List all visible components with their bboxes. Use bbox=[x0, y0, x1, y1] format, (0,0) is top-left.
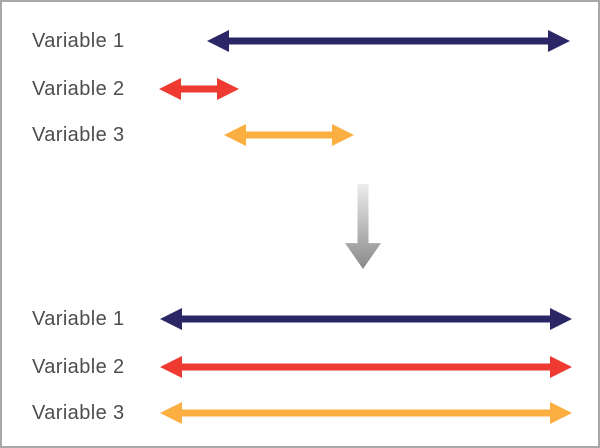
arrow-shaft bbox=[227, 37, 550, 45]
after-variable-3-range-arrow bbox=[160, 402, 572, 424]
arrow-shaft bbox=[180, 363, 552, 371]
arrow-shaft bbox=[244, 131, 334, 139]
after-variable-label: Variable 3 bbox=[32, 402, 125, 424]
before-variable-label: Variable 1 bbox=[32, 30, 125, 52]
before-variable-label: Variable 3 bbox=[32, 124, 125, 146]
transform-down-arrow-icon bbox=[345, 184, 381, 269]
after-variable-2-range-arrow bbox=[160, 356, 572, 378]
before-variable-label: Variable 2 bbox=[32, 78, 125, 100]
before-variable-1-range-arrow bbox=[207, 30, 570, 52]
after-variable-label: Variable 1 bbox=[32, 308, 125, 330]
before-variable-2-range-arrow bbox=[159, 78, 239, 100]
before-variable-3-range-arrow bbox=[224, 124, 354, 146]
arrow-shaft bbox=[180, 315, 552, 323]
after-variable-label: Variable 2 bbox=[32, 356, 125, 378]
after-variable-1-range-arrow bbox=[160, 308, 572, 330]
arrow-shaft bbox=[180, 409, 552, 417]
arrow-shaft bbox=[179, 85, 219, 93]
